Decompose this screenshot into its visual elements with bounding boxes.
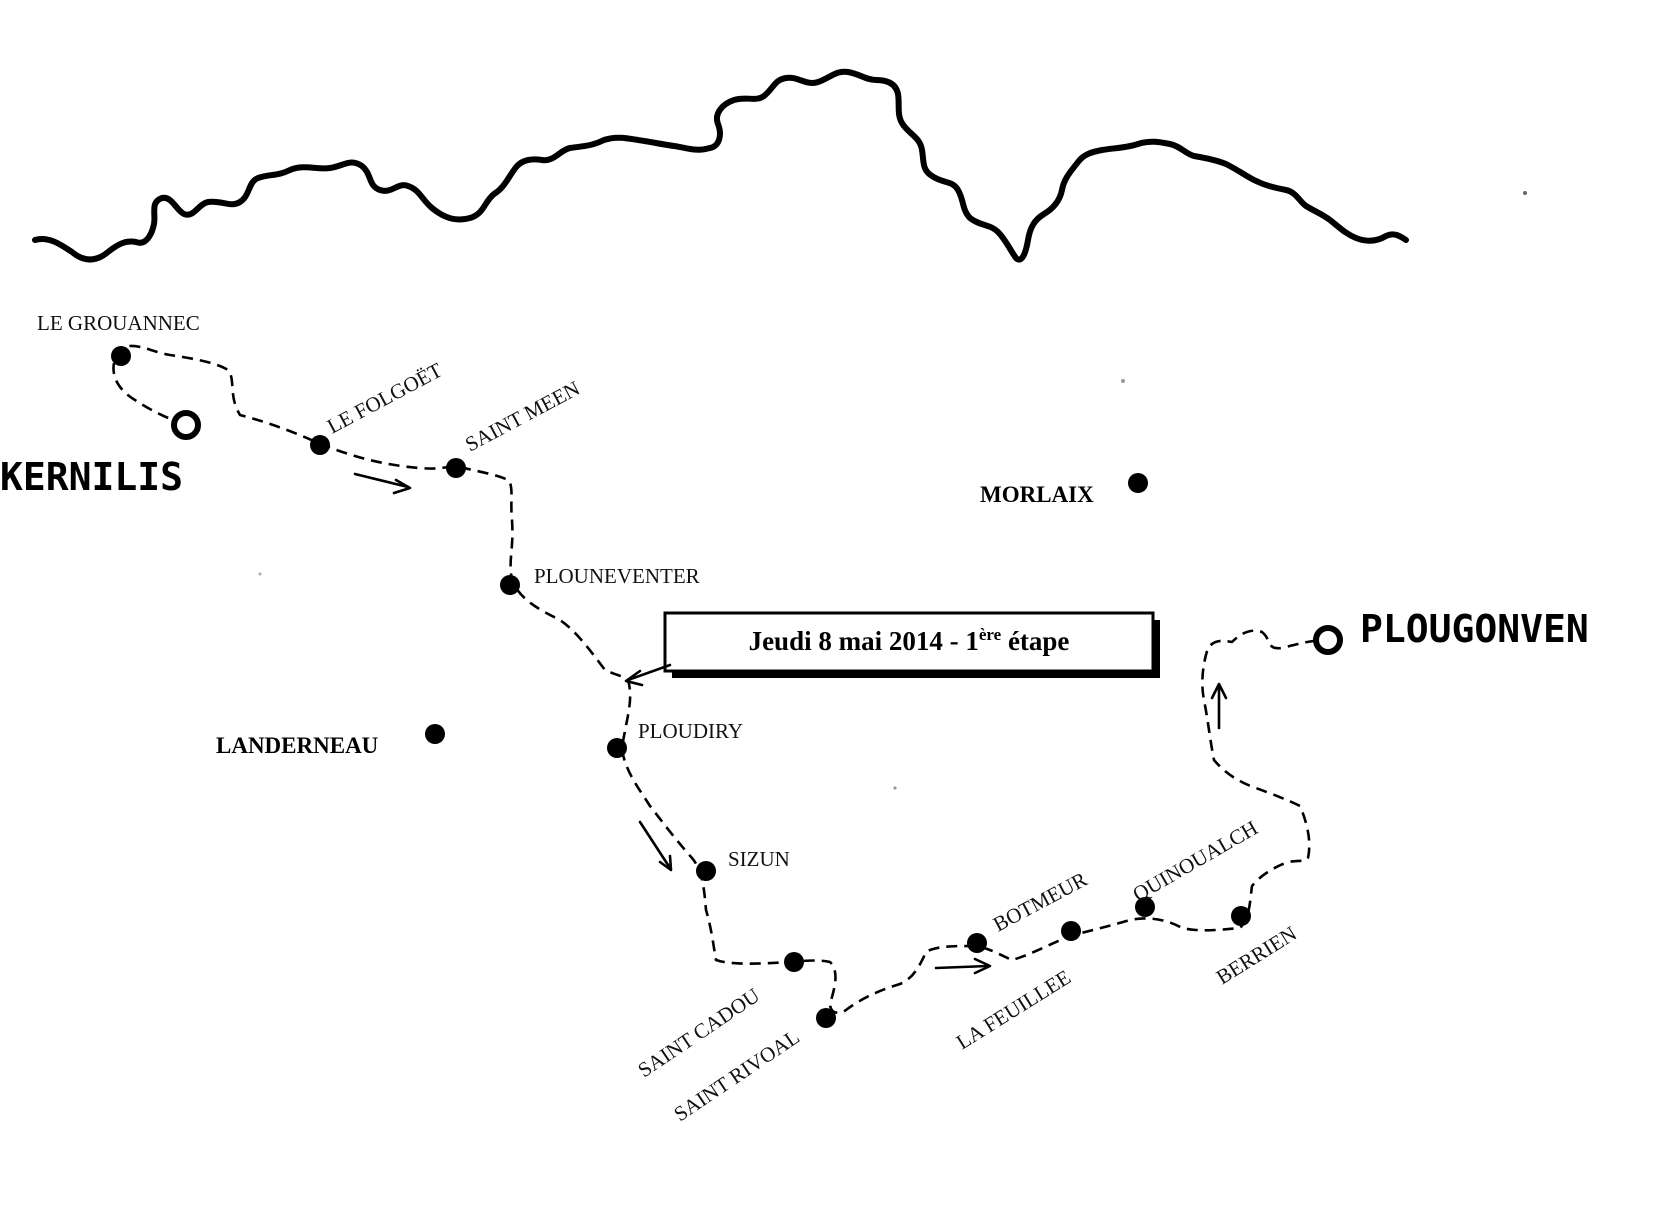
label-sizun: SIZUN [728, 847, 790, 871]
town-dot-icon [784, 952, 804, 972]
label-saint-meen: SAINT MEEN [461, 376, 584, 456]
label-landerneau: LANDERNEAU [216, 733, 379, 758]
label-la-feuillee: LA FEUILLEE [952, 965, 1075, 1054]
town-dot-icon [607, 738, 627, 758]
direction-arrow-icon [1210, 682, 1228, 730]
town-dot-icon [1231, 906, 1251, 926]
coastline [32, 68, 1409, 263]
label-ploudiry: PLOUDIRY [638, 719, 743, 743]
direction-arrow-icon [934, 957, 992, 975]
town-dot-icon [425, 724, 445, 744]
scan-speck [1523, 191, 1527, 195]
label-plougonven: PLOUGONVEN [1360, 607, 1589, 651]
town-dot-icon [1135, 897, 1155, 917]
town-dot-icon [310, 435, 330, 455]
label-plouneventer: PLOUNEVENTER [534, 564, 700, 588]
town-dot-icon [967, 933, 987, 953]
town-dot-icon [446, 458, 466, 478]
start-finish-ring-icon [171, 410, 201, 440]
start-finish-ring-icon [1313, 625, 1343, 655]
label-berrien: BERRIEN [1212, 921, 1301, 989]
direction-arrow-icon [638, 820, 673, 872]
route-path [112, 344, 1327, 1015]
stage-title: Jeudi 8 mai 2014 - 1ère étape [749, 625, 1070, 656]
town-dot-icon [1061, 921, 1081, 941]
label-quinoualch: QUINOUALCH [1129, 816, 1262, 907]
stage-title-box: Jeudi 8 mai 2014 - 1ère étape [624, 611, 1160, 687]
direction-arrow-icon [353, 472, 412, 495]
label-kernilis: KERNILIS [0, 455, 183, 499]
scan-speck [258, 572, 262, 576]
label-le-grouannec: LE GROUANNEC [37, 311, 200, 335]
scan-speck [1121, 379, 1125, 383]
town-dot-icon [111, 346, 131, 366]
town-dot-icon [816, 1008, 836, 1028]
town-dot-icon [500, 575, 520, 595]
scan-speck [893, 786, 897, 790]
label-morlaix: MORLAIX [980, 482, 1094, 507]
label-le-folgoet: LE FOLGOËT [323, 358, 446, 439]
town-dot-icon [696, 861, 716, 881]
town-dot-icon [1128, 473, 1148, 493]
